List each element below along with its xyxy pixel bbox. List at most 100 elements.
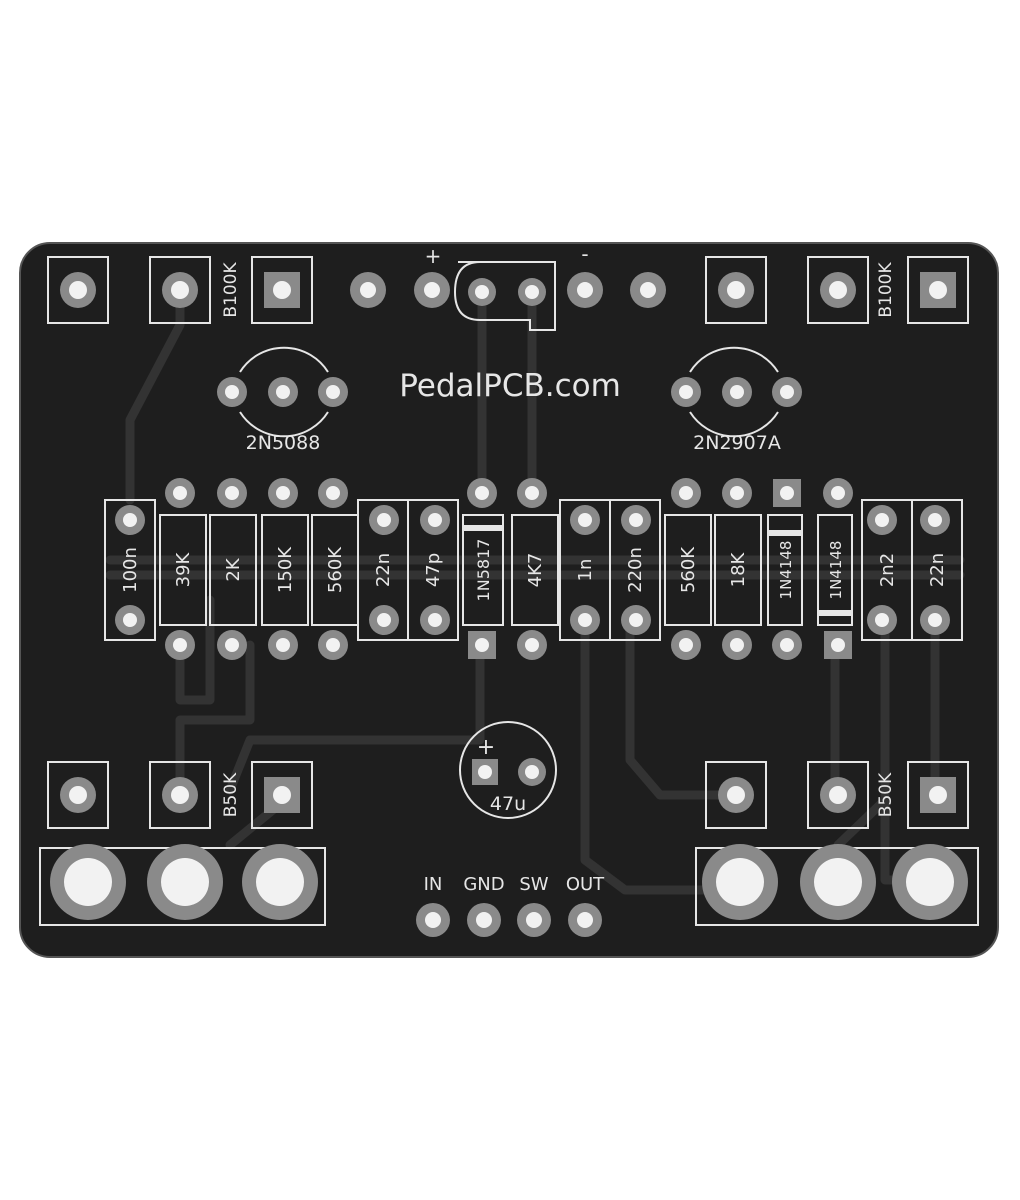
pad-hole <box>577 912 593 928</box>
pad-hole <box>578 513 592 527</box>
pad-hole <box>526 912 542 928</box>
pad-hole <box>727 281 745 299</box>
pad-hole <box>679 638 693 652</box>
pad-hole <box>326 385 340 399</box>
pad-hole <box>928 613 942 627</box>
pad-hole <box>377 513 391 527</box>
pad-hole <box>424 282 440 298</box>
pad-hole <box>829 786 847 804</box>
pad-hole <box>360 282 376 298</box>
pot-label-bottom-right: B50K <box>876 772 896 817</box>
pad-hole <box>225 486 239 500</box>
pad-hole <box>428 613 442 627</box>
pad-hole <box>780 486 794 500</box>
pad-hole <box>425 912 441 928</box>
pad-hole <box>780 385 794 399</box>
label-d1: 1N5817 <box>474 539 493 602</box>
pad-hole <box>929 786 947 804</box>
label-c5: 220n <box>625 547 646 593</box>
pad-hole <box>225 638 239 652</box>
pad-hole <box>69 281 87 299</box>
pad-hole <box>525 638 539 652</box>
pad-hole <box>730 385 744 399</box>
pad-hole <box>173 486 187 500</box>
pad-hole <box>525 765 539 779</box>
pad-hole <box>525 285 539 299</box>
pad-hole <box>377 613 391 627</box>
pad-hole <box>679 486 693 500</box>
transistor-label-right: 2N2907A <box>693 432 781 454</box>
pad-hole <box>478 765 492 779</box>
io-label-sw: SW <box>519 874 548 895</box>
pad-hole <box>475 285 489 299</box>
pad-hole <box>225 385 239 399</box>
pad-hole <box>780 638 794 652</box>
silkscreen-outlines <box>39 256 979 926</box>
pad-hole <box>123 613 137 627</box>
pad-hole <box>273 786 291 804</box>
pad-hole <box>326 486 340 500</box>
pad-hole <box>256 858 304 906</box>
pad-hole <box>629 613 643 627</box>
pad-hole <box>326 638 340 652</box>
pad-hole <box>276 638 290 652</box>
label-d2: 1N4148 <box>777 541 795 600</box>
label-r7: 18K <box>728 551 749 587</box>
pad-hole <box>525 486 539 500</box>
pad-hole <box>578 613 592 627</box>
io-label-gnd: GND <box>463 874 504 895</box>
solder-pads <box>50 272 968 937</box>
pad-hole <box>276 486 290 500</box>
label-r3: 150K <box>275 546 296 593</box>
pad-hole <box>831 486 845 500</box>
label-d3: 1N4148 <box>827 541 845 600</box>
pad-hole <box>629 513 643 527</box>
label-c1: 100n <box>120 547 141 593</box>
plus-power-label: + <box>425 244 442 268</box>
label-r6: 560K <box>678 546 699 593</box>
minus-power-label: - <box>581 242 588 266</box>
component-labels: 100n 39K 2K 150K 560K 22n 47p 1N5817 4K7… <box>120 539 948 602</box>
label-c2: 22n <box>373 553 394 587</box>
electrolytic-polarity-label: + <box>477 735 495 760</box>
label-r1: 39K <box>173 551 194 587</box>
pad-hole <box>64 858 112 906</box>
label-r2: 2K <box>223 557 244 581</box>
pad-hole <box>173 638 187 652</box>
pad-hole <box>273 281 291 299</box>
pad-hole <box>716 858 764 906</box>
diode-bands <box>463 525 852 616</box>
pot-label-top-right: B100K <box>876 262 896 318</box>
pad-hole <box>428 513 442 527</box>
pad-hole <box>475 486 489 500</box>
label-c7: 22n <box>927 553 948 587</box>
pad-hole <box>906 858 954 906</box>
pad-hole <box>640 282 656 298</box>
label-c6: 2n2 <box>877 553 898 587</box>
pad-hole <box>814 858 862 906</box>
pad-hole <box>831 638 845 652</box>
io-label-in: IN <box>424 874 443 895</box>
pot-label-top-left: B100K <box>221 262 241 318</box>
pad-hole <box>875 613 889 627</box>
pad-hole <box>928 513 942 527</box>
pad-hole <box>730 486 744 500</box>
pad-hole <box>171 786 189 804</box>
pad-hole <box>476 912 492 928</box>
pad-hole <box>69 786 87 804</box>
pad-hole <box>829 281 847 299</box>
pad-hole <box>161 858 209 906</box>
label-r5: 4K7 <box>525 553 546 588</box>
transistor-label-left: 2N5088 <box>246 432 321 454</box>
pot-label-bottom-left: B50K <box>221 772 241 817</box>
pad-hole <box>875 513 889 527</box>
electrolytic-value-label: 47u <box>490 793 526 815</box>
pad-hole <box>730 638 744 652</box>
pad-hole <box>727 786 745 804</box>
label-c4: 1n <box>575 559 596 582</box>
pad-hole <box>123 513 137 527</box>
pad-hole <box>475 638 489 652</box>
io-label-out: OUT <box>566 874 605 895</box>
pad-hole <box>929 281 947 299</box>
